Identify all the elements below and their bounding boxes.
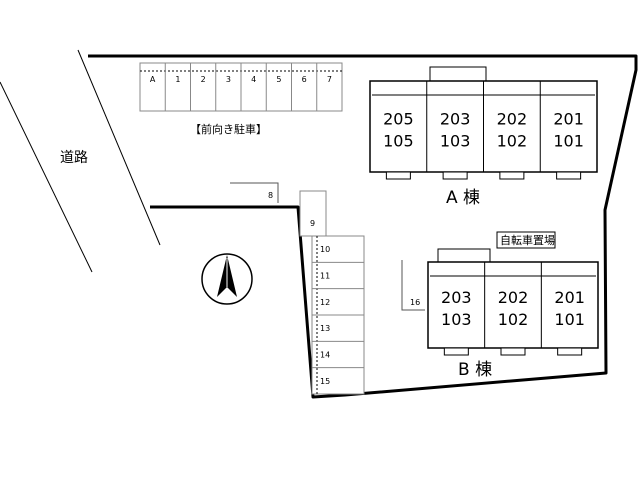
- north-arrow-icon: [201, 253, 253, 305]
- building-unit-balcony: [500, 347, 526, 356]
- building-unit-balcony: [443, 347, 469, 356]
- building-a-label: A 棟: [446, 188, 480, 208]
- unit-upper-number: 203: [441, 288, 472, 307]
- road-label: 道路: [60, 150, 88, 166]
- unit-upper-number: 201: [554, 288, 585, 307]
- parking-slot-16-label: 16: [410, 298, 420, 307]
- parking-top-slot-label: A: [150, 75, 156, 84]
- unit-upper-number: 202: [498, 288, 529, 307]
- bicycle-parking-label: 自転車置場: [500, 233, 555, 247]
- parking-top-slot-label: 4: [251, 75, 256, 84]
- parking-side-slot-label: 11: [320, 272, 330, 281]
- bicycle-parking-box: [496, 231, 556, 249]
- unit-upper-number: 201: [553, 110, 584, 129]
- unit-lower-number: 103: [441, 310, 472, 329]
- parking-slot-9-label: 9: [310, 219, 315, 228]
- parking-side-slot-label: 14: [320, 351, 330, 360]
- unit-lower-number: 101: [554, 310, 585, 329]
- parking-side-slot-label: 12: [320, 298, 330, 307]
- parking-top-slot-label: 3: [226, 75, 231, 84]
- road-edge-right: [77, 49, 161, 246]
- parking-side-slot-label: 10: [320, 245, 330, 254]
- building-b-label: B 棟: [458, 360, 492, 380]
- unit-lower-number: 102: [498, 310, 529, 329]
- building-b-roof-tab: [437, 248, 491, 263]
- building-unit-balcony: [556, 171, 582, 180]
- unit-upper-number: 202: [497, 110, 528, 129]
- parking-top-slot-label: 1: [175, 75, 180, 84]
- building-b: 203 103 202 102 201 101: [427, 248, 599, 356]
- parking-top-slot-label: 5: [276, 75, 281, 84]
- building-unit-balcony: [385, 171, 411, 180]
- unit-lower-number: 103: [440, 132, 471, 151]
- parking-slot-8-label: 8: [268, 191, 273, 200]
- building-unit-balcony: [499, 171, 525, 180]
- building-a-roof-tab: [429, 66, 487, 82]
- parking-top-slot-label: 7: [327, 75, 332, 84]
- parking-slot-9: [299, 190, 327, 237]
- parking-top-slot-label: 6: [302, 75, 307, 84]
- unit-lower-number: 105: [383, 132, 414, 151]
- parking-side-slot-label: 15: [320, 377, 330, 386]
- road-edge-left: [0, 81, 93, 273]
- parking-slot-8-marker: [230, 182, 279, 203]
- unit-lower-number: 101: [553, 132, 584, 151]
- parking-label: 【前向き駐車】: [190, 122, 267, 136]
- lot-boundary: [88, 54, 638, 399]
- building-unit-balcony: [557, 347, 583, 356]
- building-a: 205 105 203 103 202 102 201 101: [369, 66, 598, 180]
- building-unit-balcony: [442, 171, 468, 180]
- parking-top-row: A 1 2 3 4 5 6 7: [139, 62, 343, 112]
- unit-lower-number: 102: [497, 132, 528, 151]
- parking-top-slot-label: 2: [201, 75, 206, 84]
- parking-slot-16-marker: [401, 260, 425, 311]
- unit-upper-number: 203: [440, 110, 471, 129]
- unit-upper-number: 205: [383, 110, 414, 129]
- parking-side-slot-label: 13: [320, 324, 330, 333]
